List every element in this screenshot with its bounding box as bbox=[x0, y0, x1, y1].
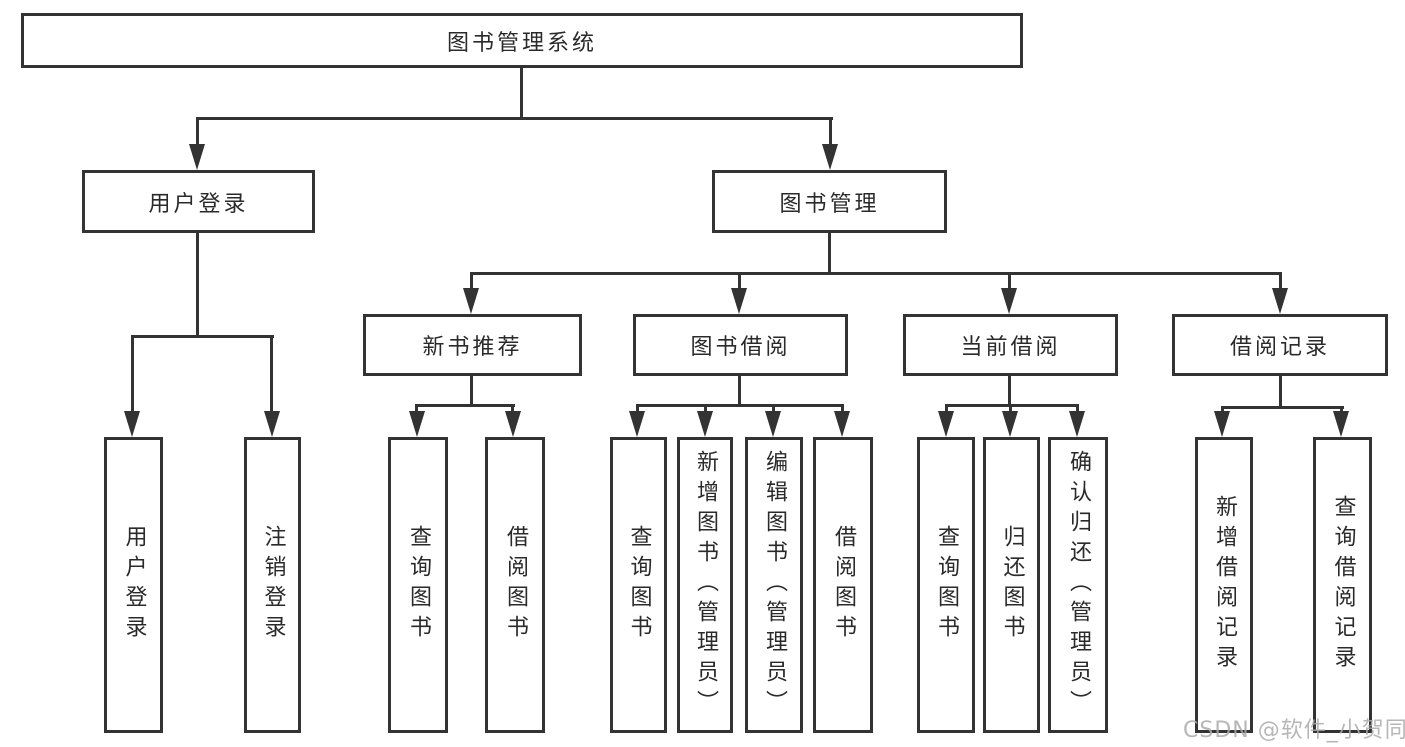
leaf-label: 借阅图书 bbox=[831, 525, 856, 645]
arrow-to-book-borrow bbox=[731, 288, 747, 314]
connector-l1-stem-left bbox=[196, 117, 199, 147]
arrow-bb-edit bbox=[765, 411, 781, 437]
arrow-bb-add bbox=[697, 411, 713, 437]
node-current-borrow: 当前借阅 bbox=[903, 314, 1118, 376]
node-label: 图书借阅 bbox=[690, 335, 791, 360]
arrow-to-leaf-logout bbox=[264, 411, 280, 437]
connector-br-stem-2 bbox=[1340, 406, 1343, 414]
connector-l2-stem-4 bbox=[1279, 272, 1282, 290]
leaf-label: 归还图书 bbox=[999, 525, 1025, 645]
leaf-bb-query-books: 查询图书 bbox=[610, 437, 667, 733]
connector-root-stem bbox=[520, 68, 523, 118]
arrow-cb-query bbox=[938, 411, 954, 437]
node-new-book-recommend: 新书推荐 bbox=[363, 314, 582, 376]
node-label: 新书推荐 bbox=[422, 335, 523, 360]
leaf-cb-return-books: 归还图书 bbox=[983, 437, 1040, 733]
csdn-watermark: CSDN @软件_小贺同学 bbox=[1183, 718, 1405, 743]
connector-cb-hline bbox=[945, 404, 1079, 407]
connector-userlogin-stem bbox=[196, 233, 199, 337]
leaf-nbr-query-books: 查询图书 bbox=[388, 437, 448, 733]
leaf-label: 新增借阅记录 bbox=[1212, 495, 1237, 675]
leaf-cb-confirm-return-admin: 确认归还（管理员） bbox=[1048, 437, 1108, 733]
connector-userlogin-stem-left bbox=[131, 335, 134, 415]
arrow-bb-query bbox=[629, 411, 645, 437]
arrow-to-user-login bbox=[189, 144, 205, 170]
connector-cb-stem bbox=[1008, 376, 1011, 407]
connector-l2-hline bbox=[470, 272, 1281, 275]
connector-bb-stem-3 bbox=[772, 404, 775, 414]
connector-bb-hline bbox=[636, 404, 844, 407]
leaf-label: 查询借阅记录 bbox=[1330, 495, 1356, 675]
arrow-br-add bbox=[1214, 411, 1230, 437]
node-label: 图书管理 bbox=[779, 191, 880, 217]
connector-nbr-stem-2 bbox=[511, 404, 514, 414]
connector-cb-stem-3 bbox=[1076, 404, 1079, 414]
leaf-cb-query-books: 查询图书 bbox=[917, 437, 975, 733]
leaf-label: 新增图书（管理员） bbox=[693, 450, 718, 720]
node-user-login: 用户登录 bbox=[82, 170, 315, 233]
node-library-system: 图书管理系统 bbox=[21, 13, 1023, 68]
connector-br-stem bbox=[1279, 376, 1282, 409]
leaf-bb-add-books-admin: 新增图书（管理员） bbox=[677, 437, 733, 733]
arrow-cb-return bbox=[1002, 411, 1018, 437]
node-book-management: 图书管理 bbox=[712, 170, 947, 233]
connector-bb-stem-4 bbox=[841, 404, 844, 414]
connector-cb-stem-2 bbox=[1009, 404, 1012, 414]
connector-nbr-stem-1 bbox=[415, 404, 418, 414]
connector-userlogin-hline bbox=[131, 335, 274, 338]
leaf-label: 查询图书 bbox=[406, 525, 431, 645]
leaf-bb-edit-books-admin: 编辑图书（管理员） bbox=[745, 437, 803, 733]
connector-l1-stem-right bbox=[829, 117, 832, 147]
leaf-br-query-record: 查询借阅记录 bbox=[1313, 437, 1372, 733]
arrow-nbr-borrow bbox=[505, 411, 521, 437]
arrow-to-book-management bbox=[822, 144, 838, 170]
node-book-borrow: 图书借阅 bbox=[633, 314, 848, 376]
leaf-logout: 注销登录 bbox=[244, 437, 301, 733]
connector-l1-hline bbox=[196, 117, 833, 120]
leaf-label: 借阅图书 bbox=[503, 525, 528, 645]
connector-cb-stem-1 bbox=[945, 404, 948, 414]
arrow-to-current-borrow bbox=[1001, 288, 1017, 314]
leaf-label: 确认归还（管理员） bbox=[1066, 450, 1091, 720]
arrow-nbr-query bbox=[409, 411, 425, 437]
node-label: 借阅记录 bbox=[1229, 335, 1330, 360]
leaf-br-add-record: 新增借阅记录 bbox=[1195, 437, 1253, 733]
connector-l2-stem-2 bbox=[738, 272, 741, 290]
node-label: 当前借阅 bbox=[960, 335, 1061, 360]
leaf-user-login: 用户登录 bbox=[104, 437, 163, 733]
leaf-label: 查询图书 bbox=[626, 525, 652, 645]
connector-bb-stem-1 bbox=[636, 404, 639, 414]
leaf-label: 编辑图书（管理员） bbox=[762, 450, 787, 720]
arrow-to-borrow-records bbox=[1272, 288, 1288, 314]
connector-nbr-hline bbox=[415, 404, 515, 407]
connector-bb-stem-2 bbox=[704, 404, 707, 414]
arrow-to-new-book-recommend bbox=[463, 288, 479, 314]
arrow-bb-borrow bbox=[834, 411, 850, 437]
node-borrow-records: 借阅记录 bbox=[1172, 314, 1388, 376]
node-label: 用户登录 bbox=[148, 191, 249, 217]
leaf-label: 查询图书 bbox=[934, 525, 959, 645]
leaf-label: 注销登录 bbox=[260, 525, 286, 645]
arrow-to-leaf-user-login bbox=[124, 411, 140, 437]
leaf-label: 用户登录 bbox=[121, 525, 147, 645]
connector-nbr-stem bbox=[470, 376, 473, 407]
connector-l2-stem-1 bbox=[470, 272, 473, 290]
connector-userlogin-stem-right bbox=[270, 335, 273, 415]
connector-l2-stem-3 bbox=[1008, 272, 1011, 290]
connector-bookmgmt-stem bbox=[828, 233, 831, 275]
connector-br-stem-1 bbox=[1221, 406, 1224, 414]
connector-br-hline bbox=[1221, 406, 1344, 409]
leaf-bb-borrow-books: 借阅图书 bbox=[813, 437, 873, 733]
node-label: 图书管理系统 bbox=[446, 30, 597, 56]
arrow-br-query bbox=[1333, 411, 1349, 437]
leaf-nbr-borrow-books: 借阅图书 bbox=[485, 437, 545, 733]
arrow-cb-confirm bbox=[1069, 411, 1085, 437]
connector-bb-stem bbox=[738, 376, 741, 407]
